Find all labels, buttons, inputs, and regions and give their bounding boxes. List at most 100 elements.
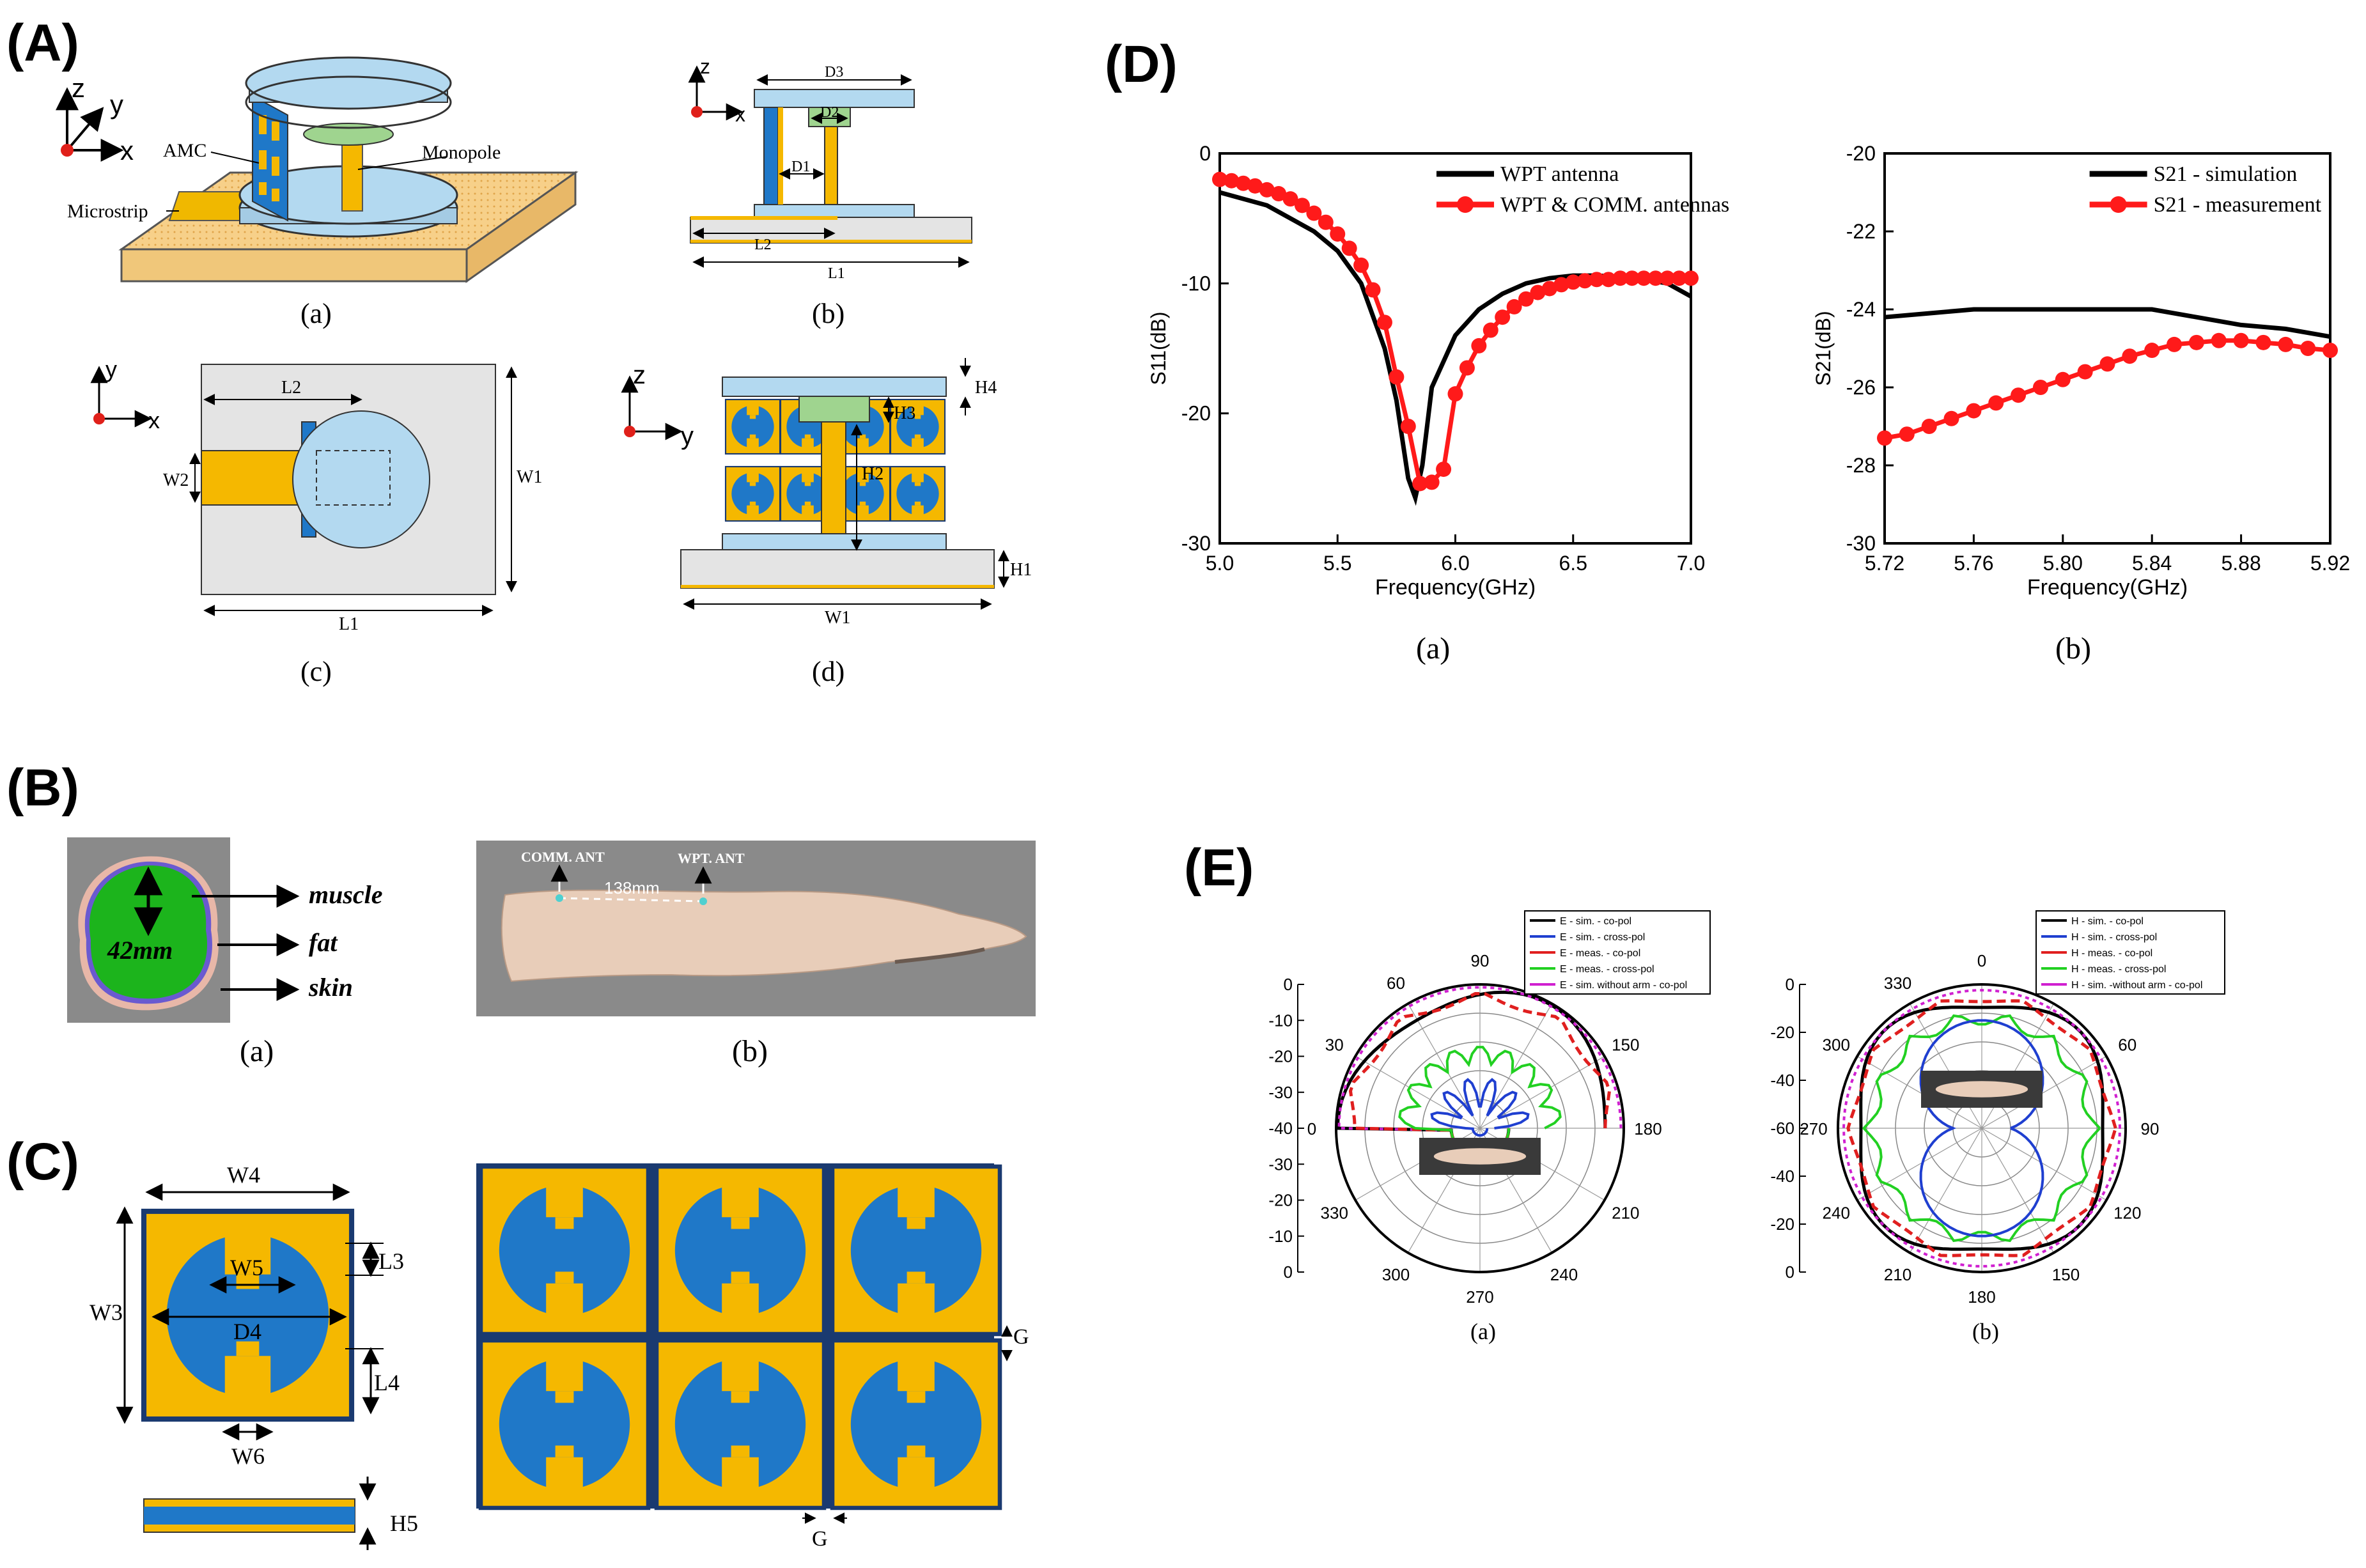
data-point xyxy=(1495,309,1511,325)
data-point xyxy=(1660,270,1676,286)
data-point xyxy=(2211,332,2227,348)
legend-marker xyxy=(1457,196,1474,213)
lower-disc xyxy=(722,533,947,550)
distance-line xyxy=(559,897,704,903)
data-point xyxy=(1330,226,1346,242)
substrate-side xyxy=(120,248,468,283)
data-point xyxy=(1601,272,1617,288)
origin-dot xyxy=(61,144,74,157)
r-tick-label: -30 xyxy=(1268,1083,1293,1102)
y-tick-label: -20 xyxy=(1181,402,1211,425)
w5-label: W5 xyxy=(230,1255,263,1280)
angle-label: 90 xyxy=(2141,1119,2160,1138)
comm-ant-label: COMM. ANT xyxy=(521,849,605,865)
cell-slot-top-stem xyxy=(555,1217,574,1229)
top-disc-bottom-rim xyxy=(245,75,452,129)
legend-label: E - sim. without arm - co-pol xyxy=(1560,980,1687,991)
r-tick-label: 0 xyxy=(1284,1262,1293,1282)
cell-slot-top-stem xyxy=(859,482,866,486)
data-point xyxy=(2122,348,2138,364)
r-tick-label: -60 xyxy=(1770,1119,1794,1138)
x-tick-label: 5.92 xyxy=(2310,552,2350,575)
b-side-view: z x D3 D2 D1 L2 L1 (b) xyxy=(688,55,972,329)
x-axis-label: Frequency(GHz) xyxy=(2027,575,2188,600)
fat-label: fat xyxy=(309,928,338,957)
x-tick-label: 7.0 xyxy=(1677,552,1705,575)
x-tick-label: 5.5 xyxy=(1323,552,1351,575)
h2-label: H2 xyxy=(862,464,883,484)
legend-label: H - sim. - co-pol xyxy=(2071,916,2144,927)
legend-label: WPT antenna xyxy=(1500,162,1619,186)
angle-label: 210 xyxy=(1884,1265,1911,1284)
sub-a-label: (a) xyxy=(300,298,332,329)
legend-label: H - sim. -without arm - co-pol xyxy=(2071,980,2202,991)
cell-dielectric xyxy=(144,1507,355,1525)
data-point xyxy=(1259,182,1275,198)
cell-disc xyxy=(850,1184,982,1316)
inset-arm xyxy=(1433,1148,1527,1165)
data-point xyxy=(1412,476,1428,492)
x-tick-label: 5.88 xyxy=(2221,552,2261,575)
sub-da-label: (a) xyxy=(1416,632,1450,665)
axis-x-label: x xyxy=(120,136,134,166)
amc-unit-cell xyxy=(141,1208,355,1422)
monopole-label: Monopole xyxy=(422,142,501,163)
x-tick-label: 5.72 xyxy=(1865,552,1904,575)
d-front-view: z y H4 H3 H2 H1 W1 (d) xyxy=(621,358,1032,687)
pattern-curve xyxy=(1842,989,2121,1268)
h4-label: H4 xyxy=(975,378,997,398)
h5-label: H5 xyxy=(390,1510,418,1536)
w1-label: W1 xyxy=(825,608,850,628)
legend-box xyxy=(1524,910,1711,995)
sub-b-label: (b) xyxy=(812,298,844,329)
r-tick-label: -40 xyxy=(1268,1119,1293,1138)
data-point xyxy=(1271,186,1287,202)
cell-slot-bottom xyxy=(912,505,924,516)
cell-slot-top xyxy=(747,471,759,483)
axis-x-label: x xyxy=(735,103,745,126)
data-point xyxy=(2077,364,2093,380)
cell-slot-top-stem xyxy=(555,1391,574,1403)
sub-eb-label: (b) xyxy=(1972,1319,1999,1344)
angle-label: 0 xyxy=(1977,951,1986,970)
feed-strip xyxy=(690,216,837,220)
cell-slot-top xyxy=(802,471,814,483)
cell-slot-top-stem xyxy=(749,482,756,486)
y-axis-label: S21(dB) xyxy=(1812,311,1835,385)
diameter-label: 42mm xyxy=(107,936,173,965)
data-point xyxy=(2323,343,2338,359)
cell-slot-bottom-stem xyxy=(859,434,866,439)
grid-spoke xyxy=(1856,1055,1982,1129)
grid-spoke xyxy=(1909,1128,1982,1254)
sub-ba-label: (a) xyxy=(240,1034,274,1068)
amc-wall xyxy=(763,107,779,205)
axis-z-label: z xyxy=(700,55,710,78)
cell-disc xyxy=(850,1358,982,1490)
data-point xyxy=(1636,270,1652,286)
arm-model: COMM. ANT WPT. ANT 138mm (b) xyxy=(476,841,1036,1068)
data-point xyxy=(1376,314,1392,330)
skin-label: skin xyxy=(308,973,353,1002)
y-tick-label: 0 xyxy=(1199,142,1211,165)
cell-disc xyxy=(731,405,774,448)
angle-label: 90 xyxy=(1471,951,1490,970)
cell-slot-top xyxy=(912,404,924,415)
data-point xyxy=(1899,426,1915,442)
e-plane-pattern: 90150180210240270300330030600-10-20-30-4… xyxy=(1268,910,1711,1307)
data-point xyxy=(2167,336,2183,352)
data-point xyxy=(2255,334,2271,350)
cell-slot-top xyxy=(546,1183,583,1218)
pattern-curve xyxy=(1919,1019,2044,1238)
cell-slot-bottom-stem xyxy=(804,501,811,506)
lower-disc xyxy=(754,204,915,218)
panel-label-b: (B) xyxy=(6,759,79,817)
sub-c-label: (c) xyxy=(300,656,332,687)
cell-slot-bottom-stem xyxy=(907,1445,926,1457)
y-tick-label: -10 xyxy=(1181,272,1211,295)
wpt-ant-label: WPT. ANT xyxy=(678,850,745,866)
feed-outline xyxy=(316,450,391,506)
data-point xyxy=(1671,270,1687,286)
arm-cross-section: 42mm muscle fat skin (a) xyxy=(67,837,383,1068)
angle-label: 120 xyxy=(2113,1204,2141,1223)
